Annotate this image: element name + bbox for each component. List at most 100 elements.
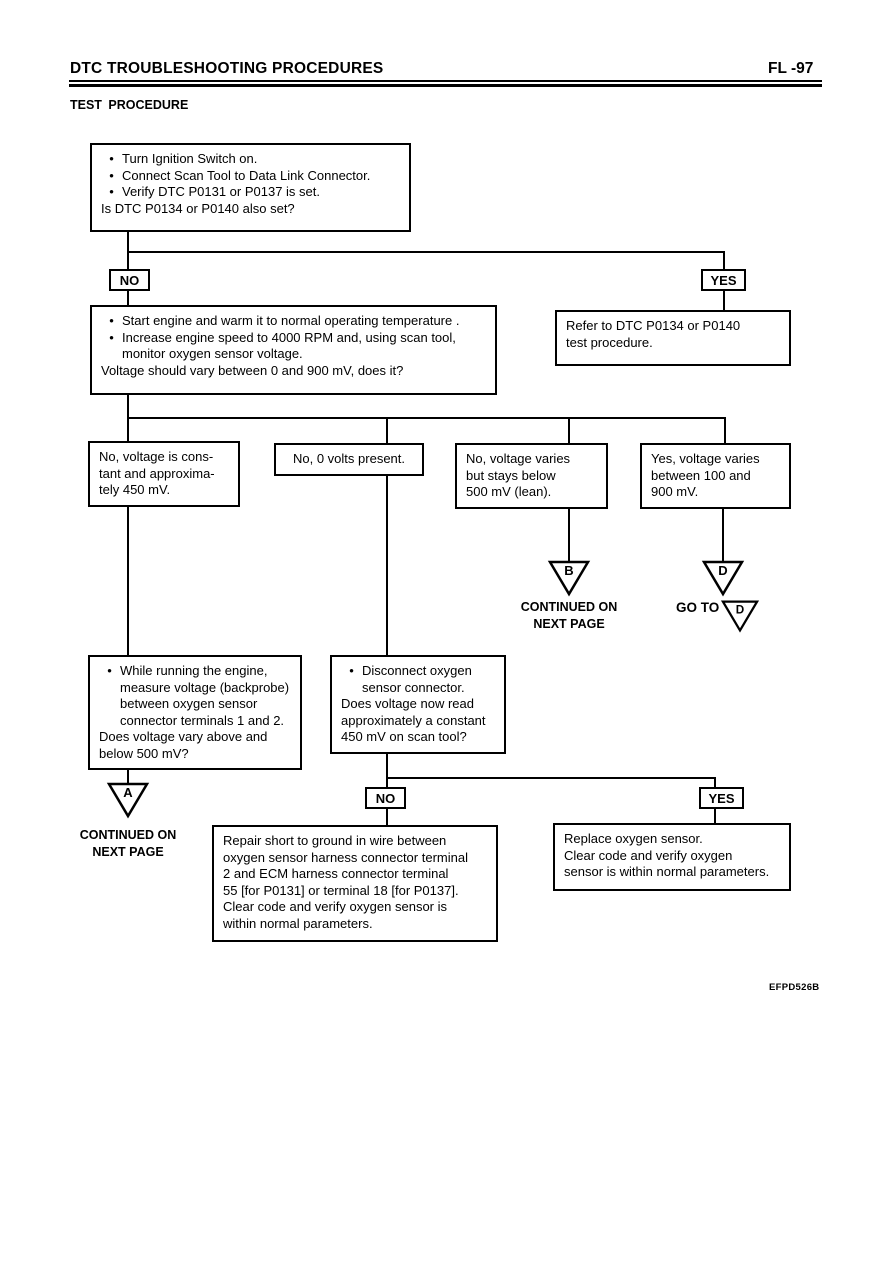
triangle-shape [106,782,150,819]
step-row: • While running the engine, measure volt… [99,663,291,729]
step-row: • Disconnect oxygen sensor connector. [341,663,495,696]
box-line: test procedure. [566,334,653,350]
section-title: TEST PROCEDURE [70,98,189,112]
box-line: oxygen sensor harness connector terminal [223,849,468,865]
connector-line [714,807,716,828]
step-text: Disconnect oxygen sensor connector. [362,663,472,695]
bullet-glyph: • [109,151,114,166]
triangle-shape [721,600,760,633]
question-text: Does voltage now read approximately a co… [341,696,486,744]
box-line: 2 and ECM harness connector terminal [223,866,449,881]
result-varies-box: Yes, voltage varies between 100 and 900 … [640,443,791,509]
replace-sensor-box: Replace oxygen sensor. Clear code and ve… [553,823,791,891]
badge-label: NO [375,790,396,806]
question-text: Does voltage vary above and below 500 mV… [99,729,268,761]
triangle-shape [547,560,591,597]
question-text: Is DTC P0134 or P0140 also set? [101,200,295,216]
connector-line [386,742,388,779]
step-row: • Connect Scan Tool to Data Link Connect… [101,168,400,185]
step-text: Connect Scan Tool to Data Link Connector… [122,167,371,183]
header-rule-thin [69,80,822,82]
connector-letter: D [718,563,727,578]
connector-line [127,225,129,253]
page-title: DTC TROUBLESHOOTING PROCEDURES [70,60,384,77]
page-number: FL -97 [768,60,814,77]
caption-line: NEXT PAGE [533,617,605,631]
step-row: • Increase engine speed to 4000 RPM and,… [101,330,486,363]
step-text: While running the engine, measure voltag… [120,663,290,728]
box-line: Clear code and verify oxygen [564,847,733,863]
box-line: tant and approxima- [99,465,215,481]
box-line: sensor is within normal parameters. [564,864,770,879]
connector-line [127,251,725,253]
result-zero-volts-box: No, 0 volts present. [274,443,424,476]
connector-letter: D [736,603,744,616]
box-line: 900 mV. [651,484,699,499]
box-line: within normal parameters. [223,915,373,931]
engine-test-box: • Start engine and warm it to normal ope… [90,305,497,395]
goto-d: GO TO D [676,600,760,633]
badge-label: YES [708,790,735,806]
decision1-no-badge: NO [109,269,150,291]
start-box: • Turn Ignition Switch on. • Connect Sca… [90,143,411,232]
connector-line [722,495,724,563]
connector-line [386,807,388,830]
goto-text: GO TO [676,600,720,615]
caption-line: NEXT PAGE [92,845,164,859]
backprobe-box: • While running the engine, measure volt… [88,655,302,770]
repair-short-box: Repair short to ground in wire between o… [212,825,498,942]
box-line: No, voltage is cons- [99,449,214,464]
box-line: tely 450 mV. [99,482,171,497]
connector-line [127,385,129,419]
goto-triangle-d-icon: D [721,600,760,633]
step-text: Increase engine speed to 4000 RPM and, u… [122,329,456,362]
continued-caption-b: CONTINUED ON NEXT PAGE [503,599,635,633]
refer-box: Refer to DTC P0134 or P0140 test procedu… [555,310,791,366]
box-line: Refer to DTC P0134 or P0140 [566,318,741,333]
connector-line [568,417,570,451]
connector-letter: B [564,563,573,578]
box-line: No, 0 volts present. [293,451,405,466]
box-line: 500 mV (lean). [466,484,552,499]
connector-letter: A [123,785,133,800]
box-line: between 100 and [651,467,751,483]
connector-line [127,417,129,450]
bullet-glyph: • [109,313,114,328]
disconnect-box: • Disconnect oxygen sensor connector. Do… [330,655,506,754]
step-row: • Verify DTC P0131 or P0137 is set. [101,184,400,201]
box-line: No, voltage varies [466,451,571,466]
connector-line [723,290,725,318]
decision1-yes-badge: YES [701,269,746,291]
triangle-shape [701,560,745,597]
question-text: Voltage should vary between 0 and 900 mV… [101,362,404,378]
caption-line: CONTINUED ON [520,600,618,614]
bullet-glyph: • [109,329,114,345]
connector-triangle-a: A [106,782,150,819]
connector-line [723,251,725,275]
connector-line [386,777,388,792]
connector-line [386,777,716,779]
caption-line: CONTINUED ON [79,828,177,842]
connector-line [127,290,129,315]
connector-line [127,251,129,275]
continued-caption-a: CONTINUED ON NEXT PAGE [62,827,194,861]
bullet-glyph: • [109,167,114,183]
step-text: Turn Ignition Switch on. [122,151,258,166]
box-line: but stays below [466,467,556,483]
result-constant-box: No, voltage is cons- tant and approxima-… [88,441,240,507]
box-line: Replace oxygen sensor. [564,831,703,846]
bullet-glyph: • [107,663,112,678]
connector-line [386,417,388,451]
connector-triangle-b: B [547,560,591,597]
result-lean-box: No, voltage varies but stays below 500 m… [455,443,608,509]
box-line: 55 [for P0131] or terminal 18 [for P0137… [223,882,459,898]
step-row: • Turn Ignition Switch on. [101,151,400,168]
connector-line [568,495,570,563]
figure-code: EFPD526B [769,982,820,993]
bullet-glyph: • [109,184,114,199]
box-line: Yes, voltage varies [651,451,760,466]
connector-line [724,417,726,451]
connector-line [127,494,129,665]
header-rule-thick [69,84,822,87]
